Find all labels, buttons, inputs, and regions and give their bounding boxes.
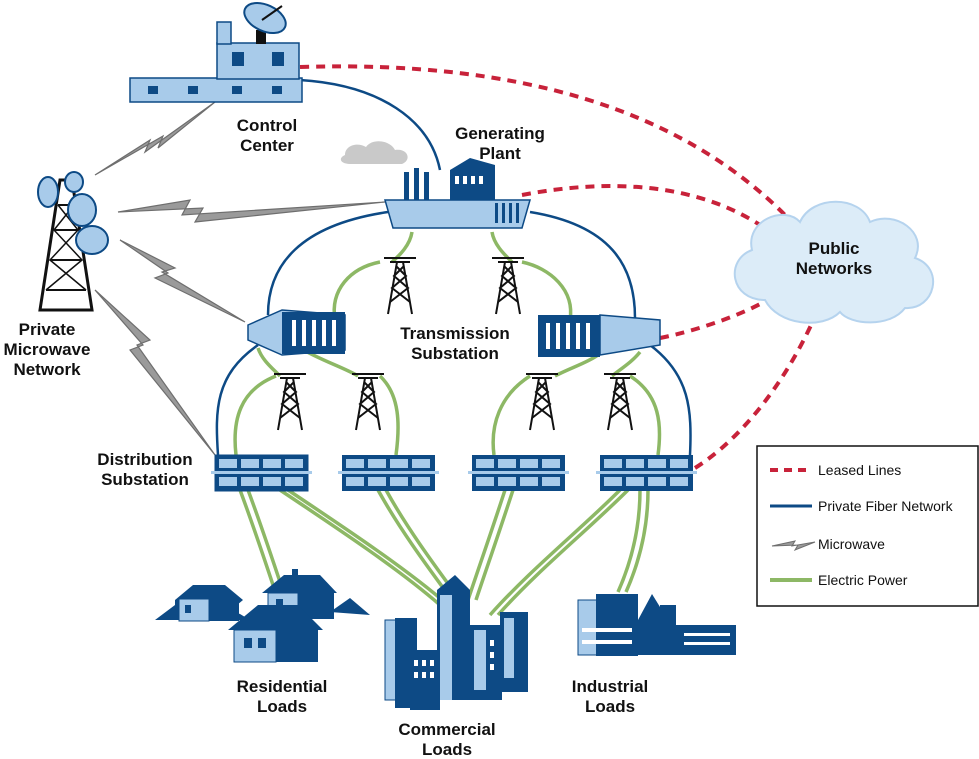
microwave-tower: Private Microwave Network xyxy=(4,171,109,379)
distribution-substation-label-2: Substation xyxy=(101,470,189,489)
legend-microwave: Microwave xyxy=(818,536,885,552)
leased-line-transmission-to-cloud xyxy=(659,283,792,340)
control-center-label-2: Center xyxy=(240,136,294,155)
distribution-substation-1 xyxy=(211,454,312,492)
transmission-substation-left xyxy=(247,309,346,356)
commercial-loads-label-1: Commercial xyxy=(398,720,495,739)
legend-microwave-icon xyxy=(771,540,816,552)
private-microwave-label-2: Microwave xyxy=(4,340,91,359)
residential-houses: Residential Loads xyxy=(155,569,370,716)
leased-line-control-to-cloud xyxy=(299,64,787,217)
private-microwave-label-1: Private xyxy=(19,320,76,339)
legend-private-fiber: Private Fiber Network xyxy=(818,498,954,514)
satellite-dish-icon xyxy=(243,1,287,44)
microwave-to-dist xyxy=(94,289,216,456)
distribution-substation-4 xyxy=(596,455,697,491)
fiber-left-trans-to-dist xyxy=(215,343,259,456)
power-lines xyxy=(233,231,662,617)
commercial-buildings: Commercial Loads xyxy=(384,575,528,759)
public-networks-cloud: Public Networks xyxy=(733,200,934,324)
fiber-right-trans-to-dist xyxy=(649,344,692,456)
private-microwave-label-3: Network xyxy=(13,360,81,379)
legend-electric-power: Electric Power xyxy=(818,572,908,588)
generating-plant: Generating Plant xyxy=(340,124,545,229)
control-center: Control Center xyxy=(129,1,303,155)
commercial-loads-label-2: Loads xyxy=(422,740,472,759)
transmission-substation-label-1: Transmission xyxy=(400,324,510,343)
legend: Leased Lines Private Fiber Network Micro… xyxy=(756,445,979,607)
generating-plant-label-2: Plant xyxy=(479,144,521,163)
transmission-towers-upper xyxy=(384,257,524,315)
transmission-substation-right xyxy=(538,314,661,357)
fiber-plant-to-right-trans xyxy=(529,210,637,319)
residential-loads-label-2: Loads xyxy=(257,697,307,716)
industrial-loads-label-2: Loads xyxy=(585,697,635,716)
distribution-substation-3 xyxy=(468,455,569,491)
fiber-plant-to-left-trans xyxy=(266,210,389,316)
microwave-to-plant xyxy=(117,199,386,223)
distribution-substation-2 xyxy=(338,455,439,491)
public-networks-label-1: Public xyxy=(808,239,859,258)
distribution-substation-label-1: Distribution xyxy=(97,450,192,469)
public-networks-label-2: Networks xyxy=(796,259,873,278)
leased-line-plant-to-cloud xyxy=(521,184,762,227)
microwave-to-left-trans xyxy=(119,239,246,323)
distribution-substations xyxy=(211,454,697,492)
industrial-loads-label-1: Industrial xyxy=(572,677,649,696)
transmission-substation-label-2: Substation xyxy=(411,344,499,363)
transmission-towers-lower xyxy=(274,373,636,431)
microwave-to-control xyxy=(94,101,216,176)
leased-line-distribution-to-cloud xyxy=(693,299,824,470)
control-center-label-1: Control xyxy=(237,116,297,135)
leased-lines xyxy=(299,64,824,470)
residential-loads-label-1: Residential xyxy=(237,677,328,696)
industrial-buildings: Industrial Loads xyxy=(572,594,736,716)
generating-plant-label-1: Generating xyxy=(455,124,545,143)
legend-leased-lines: Leased Lines xyxy=(818,462,901,478)
fiber-control-to-plant xyxy=(299,78,442,171)
fiber-lines xyxy=(215,78,692,456)
